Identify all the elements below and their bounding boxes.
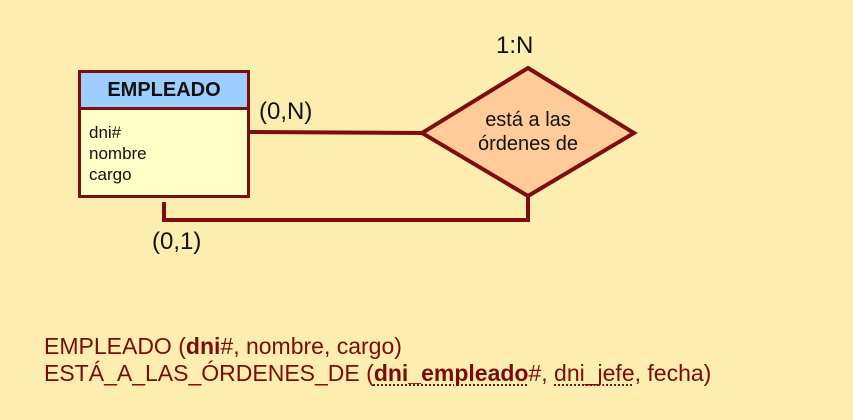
relationship-name-line1: está a las [485, 109, 571, 131]
attribute: nombre [245, 333, 324, 359]
relationship-name-line2: órdenes de [477, 133, 579, 155]
attribute: fecha [647, 360, 704, 386]
primary-key: dni_empleado [373, 360, 529, 386]
paren-close: ) [394, 333, 402, 359]
table-name: EMPLEADO [44, 333, 172, 359]
attribute-cargo: cargo [89, 165, 132, 184]
primary-key: dni [185, 333, 221, 359]
relationship-cardinality: 1:N [496, 32, 534, 59]
separator: , [541, 360, 555, 386]
participation-top: (0,N) [259, 98, 313, 125]
paren-open: ( [171, 333, 186, 359]
attribute: cargo [336, 333, 395, 359]
entity-empleado: EMPLEADO dni# nombre cargo [78, 70, 250, 198]
separator: , [323, 333, 337, 359]
relational-line-empleado: EMPLEADO (dni#, nombre, cargo) [44, 333, 711, 360]
separator: , [233, 333, 246, 359]
separator: , [634, 360, 648, 386]
attribute-dni: dni# [89, 123, 122, 142]
relational-line-esta-a-las-ordenes-de: ESTÁ_A_LAS_ÓRDENES_DE (dni_empleado#, dn… [44, 360, 711, 387]
relationship-name: está a las órdenes de [440, 108, 616, 156]
key-mark: # [528, 360, 542, 386]
attribute-nombre: nombre [89, 144, 147, 163]
entity-name: EMPLEADO [81, 73, 247, 110]
participation-bottom: (0,1) [152, 228, 202, 255]
paren-open: ( [359, 360, 374, 386]
connector-entity-relationship [249, 130, 423, 135]
relational-schema: EMPLEADO (dni#, nombre, cargo) ESTÁ_A_LA… [44, 333, 711, 387]
key-mark: # [220, 333, 234, 359]
relationship-diamond [418, 65, 638, 199]
foreign-key: dni_jefe [554, 360, 635, 386]
table-name: ESTÁ_A_LAS_ÓRDENES_DE [44, 360, 360, 386]
recursive-connector [162, 196, 530, 222]
paren-close: ) [703, 360, 712, 386]
entity-attributes: dni# nombre cargo [81, 110, 247, 185]
